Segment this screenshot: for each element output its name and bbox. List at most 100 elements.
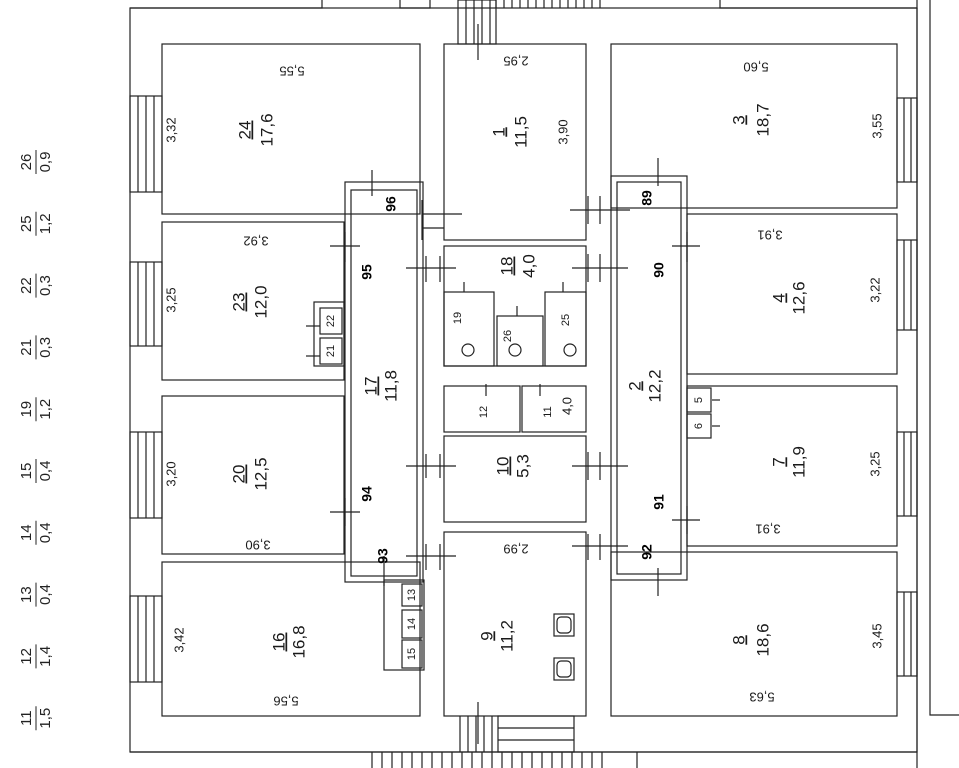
room-16-dimension-a: 5,56 bbox=[273, 694, 298, 709]
room-7-dimension-a: 3,91 bbox=[755, 522, 780, 537]
node-91: 91 bbox=[651, 494, 667, 510]
room-3-dimension-b: 3,55 bbox=[869, 113, 884, 138]
room-21-number: 21 bbox=[325, 345, 337, 357]
room-8-area: 18,6 bbox=[753, 623, 772, 656]
room-4-dimension-a: 3,91 bbox=[757, 228, 782, 243]
room-8-dimension-b: 3,45 bbox=[869, 623, 884, 648]
room-1-dimension-a: 2,95 bbox=[503, 54, 528, 69]
room-22 bbox=[319, 307, 343, 335]
room-23-number: 23 bbox=[229, 293, 248, 312]
room-1 bbox=[443, 43, 587, 241]
room-13-number: 13 bbox=[406, 589, 418, 601]
room-9-number: 9 bbox=[477, 631, 496, 640]
room-23-area: 12,0 bbox=[251, 285, 270, 318]
legend-11-number: 11 bbox=[18, 710, 35, 726]
walls bbox=[129, 0, 959, 768]
node-92: 92 bbox=[639, 544, 655, 560]
room-2-number: 2 bbox=[625, 381, 644, 390]
legend-14-number: 14 bbox=[18, 524, 35, 541]
room-14-number: 14 bbox=[406, 618, 418, 630]
room-3-number: 3 bbox=[729, 115, 748, 124]
legend-21-area: 0,3 bbox=[37, 337, 54, 358]
room-3-dimension-a: 5,60 bbox=[743, 60, 768, 75]
room-17-area: 11,8 bbox=[381, 370, 400, 402]
node-94: 94 bbox=[359, 486, 375, 502]
room-3-area: 18,7 bbox=[753, 103, 772, 136]
room-6 bbox=[686, 413, 712, 439]
room-20-dimension-b: 3,20 bbox=[163, 461, 178, 486]
room-14 bbox=[401, 609, 423, 639]
legend-22-area: 0,3 bbox=[37, 275, 54, 296]
legend-25-area: 1,2 bbox=[37, 213, 54, 234]
room-4-number: 4 bbox=[769, 293, 788, 302]
room-24-dimension-a: 5,55 bbox=[279, 64, 304, 79]
legend-15-area: 0,4 bbox=[37, 461, 54, 482]
room-19 bbox=[443, 291, 495, 367]
room-1-dimension-b: 3,90 bbox=[555, 119, 570, 144]
room-16-number: 16 bbox=[269, 633, 288, 652]
room-25-number: 25 bbox=[560, 314, 572, 326]
room-7-dimension-b: 3,25 bbox=[867, 451, 882, 476]
node-89: 89 bbox=[639, 190, 655, 206]
legend-19-number: 19 bbox=[18, 401, 35, 418]
node-95: 95 bbox=[359, 264, 375, 280]
room-23-dimension-a: 3,92 bbox=[243, 234, 268, 249]
room-5 bbox=[686, 387, 712, 413]
room-7-area: 11,9 bbox=[789, 446, 808, 478]
room-4-dimension-b: 3,22 bbox=[867, 277, 882, 302]
room-17-number: 17 bbox=[361, 377, 380, 396]
node-96: 96 bbox=[383, 196, 399, 212]
room-11-partial-label: 4,0 bbox=[559, 397, 574, 415]
room-8-dimension-a: 5,63 bbox=[749, 690, 774, 705]
room-20-number: 20 bbox=[229, 465, 248, 484]
room-22-number: 22 bbox=[325, 315, 337, 327]
room-15 bbox=[401, 639, 423, 669]
room-2 bbox=[610, 175, 688, 581]
room-23-dimension-b: 3,25 bbox=[163, 287, 178, 312]
legend-25-number: 25 bbox=[18, 215, 35, 232]
room-24-area: 17,6 bbox=[257, 113, 276, 146]
room-1-area: 11,5 bbox=[511, 116, 530, 148]
room-25 bbox=[544, 291, 587, 367]
room-18-area: 4,0 bbox=[519, 254, 538, 278]
room-24-dimension-b: 3,32 bbox=[163, 117, 178, 142]
legend-13-number: 13 bbox=[18, 586, 35, 603]
room-9-area: 11,2 bbox=[497, 620, 516, 652]
room-15-number: 15 bbox=[406, 648, 418, 660]
room-9-dimension-a: 2,99 bbox=[503, 542, 528, 557]
room-19-number: 19 bbox=[452, 312, 464, 324]
room-6-number: 6 bbox=[693, 423, 705, 429]
node-90: 90 bbox=[651, 262, 667, 278]
legend-21-number: 21 bbox=[18, 339, 35, 356]
room-24-number: 24 bbox=[235, 121, 254, 140]
room-4-area: 12,6 bbox=[789, 281, 808, 314]
room-11-number: 11 bbox=[542, 406, 554, 417]
room-13 bbox=[401, 583, 423, 607]
legend-14-area: 0,4 bbox=[37, 522, 54, 543]
legend-15-number: 15 bbox=[18, 463, 35, 480]
room-20-area: 12,5 bbox=[251, 457, 270, 490]
room-16-area: 16,8 bbox=[289, 625, 308, 658]
room-10 bbox=[443, 435, 587, 523]
legend-12-number: 12 bbox=[18, 648, 35, 665]
room-7-number: 7 bbox=[769, 457, 788, 466]
room-1-number: 1 bbox=[489, 127, 508, 136]
legend-19-area: 1,2 bbox=[37, 399, 54, 420]
room-26-number: 26 bbox=[502, 330, 514, 342]
room-18-number: 18 bbox=[497, 257, 516, 276]
room-21 bbox=[319, 337, 343, 365]
room-5-number: 5 bbox=[693, 397, 705, 403]
legend-12-area: 1,4 bbox=[37, 646, 54, 667]
room-12-number: 12 bbox=[478, 406, 490, 418]
